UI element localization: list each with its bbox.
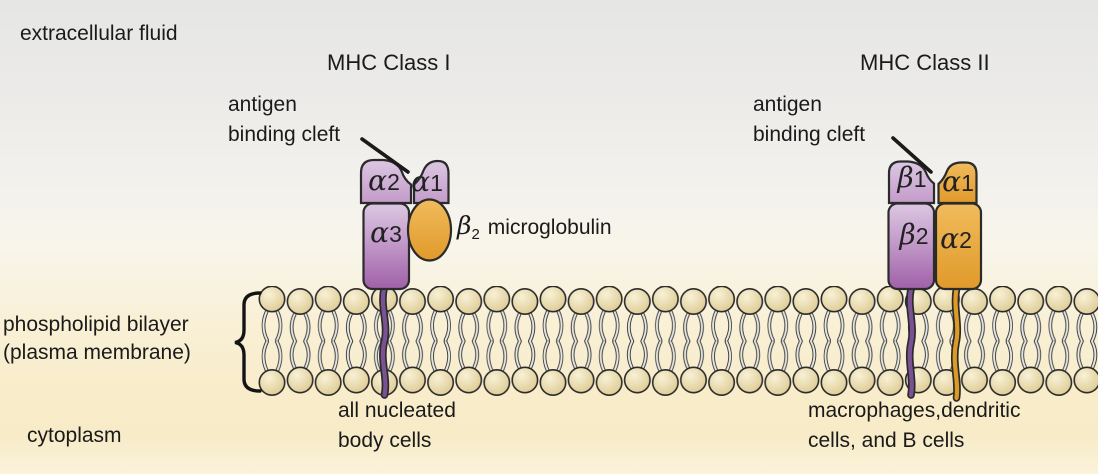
bilayer-brace xyxy=(234,291,262,393)
mhc1-molecule xyxy=(359,158,453,291)
mhc2-alpha2-domain xyxy=(934,202,983,291)
mhc2-cleft-label: antigen binding cleft xyxy=(753,90,865,150)
mhc2-alpha1-domain xyxy=(937,161,978,205)
mhc2-cells-label-line1: macrophages,dendritic xyxy=(808,399,1021,422)
mhc1-cleft-label-line1: antigen xyxy=(228,93,297,116)
mhc2-cells-label: macrophages,dendritic cells, and B cells xyxy=(808,396,1020,456)
mhc1-alpha1-domain xyxy=(412,159,450,205)
extracellular-fluid-label: extracellular fluid xyxy=(20,22,178,45)
mhc2-cleft-label-line1: antigen xyxy=(753,93,822,116)
mhc2-molecule xyxy=(887,160,983,291)
mhc2-cleft-pointer-line xyxy=(891,136,933,174)
bilayer-label: phospholipid bilayer (plasma membrane) xyxy=(3,311,191,367)
mhc1-transmembrane-tail xyxy=(379,285,390,399)
mhc2-title: MHC Class II xyxy=(860,50,990,75)
mhc1-cells-label: all nucleated body cells xyxy=(338,396,456,456)
mhc1-cells-label-line1: all nucleated xyxy=(338,399,456,422)
mhc2-alpha-transmembrane-tail xyxy=(950,285,962,402)
bilayer-label-line2: (plasma membrane) xyxy=(3,341,191,364)
mhc1-title: MHC Class I xyxy=(327,50,451,75)
bilayer-label-line1: phospholipid bilayer xyxy=(3,313,189,336)
mhc1-cells-label-line2: body cells xyxy=(338,429,432,452)
beta2-microglobulin-shape xyxy=(406,198,453,262)
mhc1-cleft-pointer-line xyxy=(360,137,410,174)
mhc2-cells-label-line2: cells, and B cells xyxy=(808,429,965,452)
mhc2-cleft-label-line2: binding cleft xyxy=(753,123,866,146)
mhc1-alpha3-domain xyxy=(362,202,411,291)
mhc2-beta1-domain xyxy=(887,160,936,205)
mhc2-beta-transmembrane-tail xyxy=(905,285,916,399)
mhc2-beta2-domain xyxy=(887,202,936,291)
mhc1-cleft-label-line2: binding cleft xyxy=(228,123,341,146)
mhc1-cleft-label: antigen binding cleft xyxy=(228,90,340,150)
cytoplasm-label: cytoplasm xyxy=(27,424,122,447)
